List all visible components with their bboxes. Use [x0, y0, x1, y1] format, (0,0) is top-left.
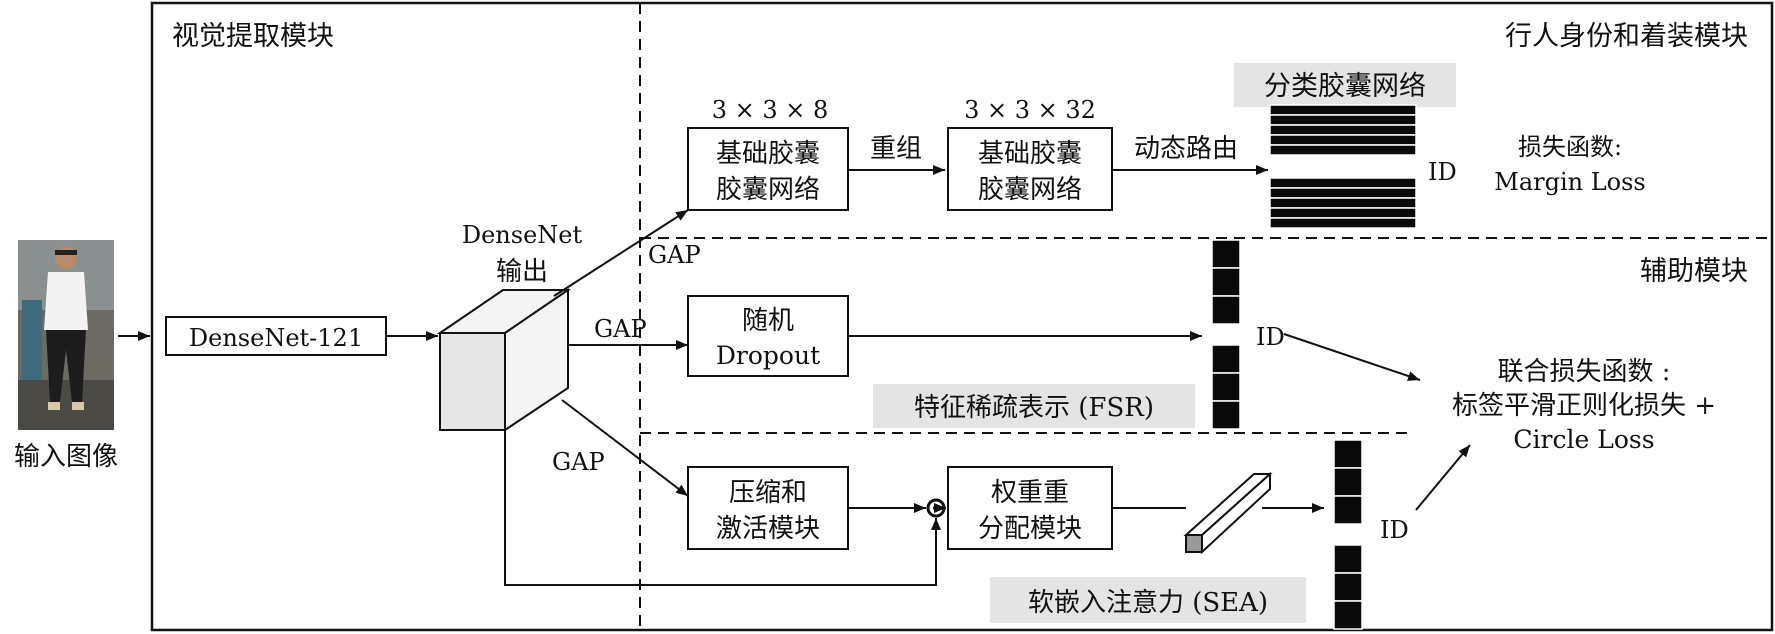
arrow-fsr-to-joint-loss	[1283, 333, 1421, 381]
sea-label-bg	[990, 577, 1306, 623]
dynamic-routing-label: 动态路由	[1134, 134, 1238, 164]
sea-feature-stacks	[1333, 439, 1363, 630]
feature-cell	[1211, 267, 1241, 297]
joint-loss-line1: 联合损失函数 :	[1497, 357, 1670, 387]
gap-label-middle: GAP	[594, 315, 647, 343]
random-dropout-line2: Dropout	[716, 341, 820, 370]
feature-cell	[1333, 495, 1363, 525]
capsule-box-2	[947, 127, 1113, 211]
input-image-label: 输入图像	[14, 442, 118, 472]
gap-label-top: GAP	[648, 241, 701, 269]
region-title-visual: 视觉提取模块	[172, 21, 334, 52]
capsule-strip	[1269, 114, 1417, 126]
capsule-strip	[1269, 124, 1417, 136]
capsule-box-2-line1: 基础胶囊	[978, 139, 1082, 169]
id-label-sea: ID	[1380, 516, 1409, 544]
region-title-id-clothing: 行人身份和着装模块	[1505, 21, 1748, 52]
gap-label-bottom: GAP	[552, 448, 605, 476]
classification-capsule-label-bg	[1234, 63, 1456, 107]
margin-loss-line2: Margin Loss	[1494, 168, 1646, 196]
capsule-dim-1: 3 × 3 × 8	[712, 96, 829, 124]
feature-cell	[1211, 295, 1241, 325]
regroup-label: 重组	[870, 134, 922, 164]
capsule-strip	[1269, 197, 1417, 209]
joint-loss-line2: 标签平滑正则化损失 +	[1452, 391, 1716, 421]
reweight-line2: 分配模块	[978, 514, 1082, 544]
fsr-label: 特征稀疏表示 (FSR)	[914, 393, 1154, 423]
arrow-gap-to-capsule	[553, 209, 689, 297]
random-dropout-line1: 随机	[742, 306, 794, 336]
arrow-gap-to-squeeze	[561, 399, 689, 497]
id-label-fsr: ID	[1256, 323, 1285, 351]
margin-loss-line1: 损失函数:	[1518, 133, 1622, 161]
feature-cell	[1333, 544, 1363, 574]
id-label-capsule: ID	[1428, 158, 1457, 186]
densenet-output-label-line1: DenseNet	[462, 221, 583, 249]
feature-cell	[1333, 572, 1363, 602]
reweight-box	[947, 466, 1113, 550]
elementwise-product-node	[926, 498, 946, 518]
outer-frame	[150, 1, 1774, 632]
reweight-line1: 权重重	[991, 478, 1069, 508]
capsule-strip	[1269, 217, 1417, 229]
fsr-label-bg	[873, 384, 1195, 428]
feature-cell	[1211, 239, 1241, 269]
sea-label: 软嵌入注意力 (SEA)	[1028, 588, 1268, 618]
capsule-strip	[1269, 104, 1417, 116]
capsule-strip	[1269, 134, 1417, 146]
capsule-box-1-line2: 胶囊网络	[716, 175, 820, 205]
feature-cell	[1333, 467, 1363, 497]
feature-cell	[1333, 439, 1363, 469]
capsule-dim-2: 3 × 3 × 32	[964, 96, 1096, 124]
input-image	[18, 240, 114, 430]
random-dropout-box	[687, 295, 849, 377]
feature-cell	[1211, 372, 1241, 402]
capsule-strip	[1269, 144, 1417, 156]
joint-loss-line3: Circle Loss	[1513, 425, 1654, 454]
feature-cell	[1211, 344, 1241, 374]
densenet121-label: DenseNet-121	[189, 324, 363, 352]
capsule-box-1-line1: 基础胶囊	[716, 139, 820, 169]
densenet-output-label-line2: 输出	[496, 257, 548, 287]
densenet-output-cube	[436, 288, 572, 432]
densenet121-box	[165, 316, 387, 356]
feature-cell	[1333, 600, 1363, 630]
capsule-strip	[1269, 207, 1417, 219]
attention-feature-vector	[1183, 471, 1273, 555]
capsule-box-2-line2: 胶囊网络	[978, 175, 1082, 205]
capsule-strip	[1269, 187, 1417, 199]
squeeze-excite-box	[687, 466, 849, 550]
skip-connection-arrow	[504, 430, 941, 586]
arrow-sea-to-joint-loss	[1415, 444, 1471, 511]
feature-cell	[1211, 400, 1241, 430]
squeeze-excite-line2: 激活模块	[716, 514, 820, 544]
classification-capsule-stacks	[1269, 104, 1417, 229]
classification-capsule-label: 分类胶囊网络	[1264, 71, 1426, 102]
fsr-feature-stacks	[1211, 239, 1241, 430]
region-title-auxiliary: 辅助模块	[1640, 256, 1748, 287]
squeeze-excite-line1: 压缩和	[729, 478, 807, 508]
capsule-strip	[1269, 177, 1417, 189]
